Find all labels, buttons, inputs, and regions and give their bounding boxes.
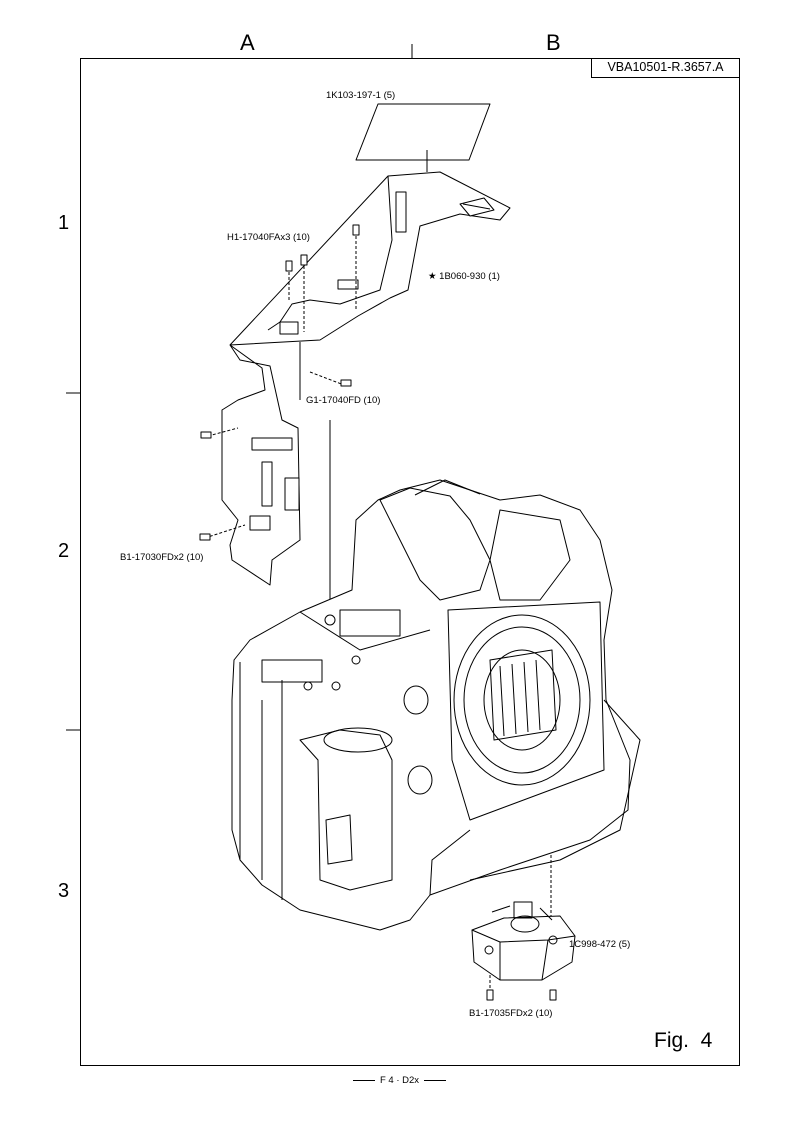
flex-cable-assembly [221,171,511,615]
page-footer: F 4 · D2x [0,1075,799,1086]
row-label-3: 3 [58,880,70,902]
footer-dash-left [352,1079,375,1081]
footer-dash-right [424,1079,447,1081]
row-label-1: 1 [58,212,70,234]
star-mark: ★ [428,271,437,282]
figure-frame [80,58,740,1066]
document-id: VBA10501-R.3657.A [591,58,740,78]
part-label-screw-h1: H1-17040FAx3 (10) [227,232,310,243]
camera-body [231,479,641,931]
flex-cover-sheet [355,103,491,172]
part-label-bottom-unit: 1C998-472 (5) [569,939,631,950]
part-label-flex-assembly: ★ 1B060-930 (1) [428,271,500,282]
footer-text: F 4 · D2x [379,1075,420,1086]
grid-ticks [66,44,413,731]
part-number: 1B060-930 (1) [439,271,500,282]
part-label-screw-b1-board: B1-17030FDx2 (10) [120,552,204,563]
part-label-screw-b1-bottom: B1-17035FDx2 (10) [469,1008,553,1019]
part-label-flex-cover: 1K103-197-1 (5) [326,90,396,101]
part-label-screw-g1: G1-17040FD (10) [306,395,381,406]
column-label-a: A [240,30,255,55]
column-label-b: B [546,30,561,55]
row-label-2: 2 [58,540,70,562]
bottom-unit [471,901,576,981]
figure-label: Fig. 4 [654,1029,713,1052]
